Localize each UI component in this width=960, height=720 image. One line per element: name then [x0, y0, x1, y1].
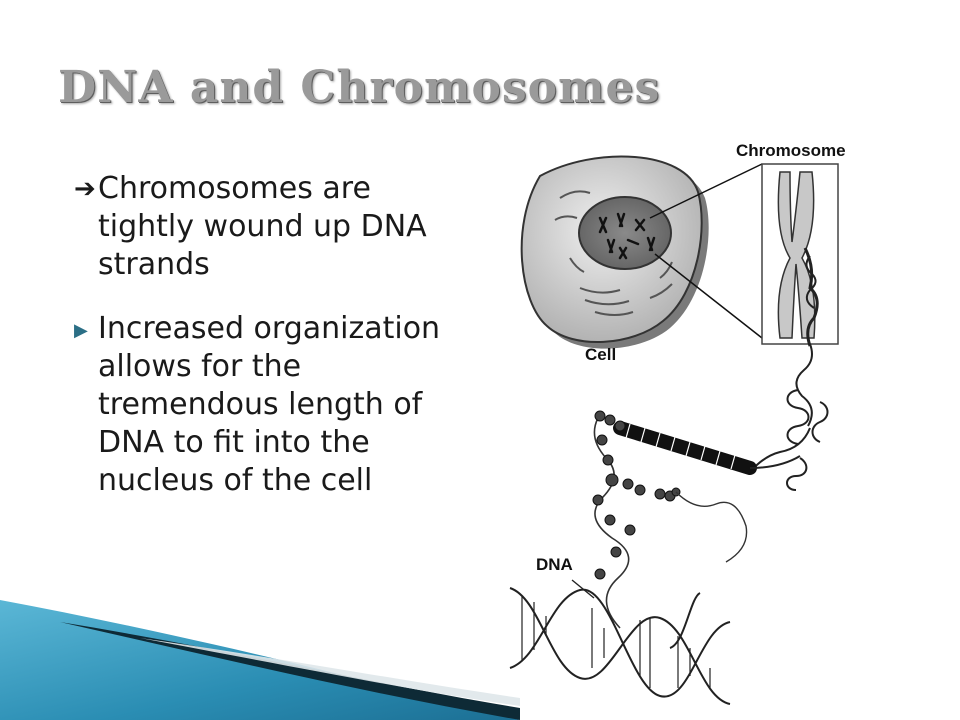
condensed-chromatin: [620, 424, 800, 469]
bullet-text: Increased organization allows for the tr…: [98, 311, 440, 498]
arrow-right-icon: ➔: [74, 170, 96, 208]
chromosome-diagram: [762, 164, 838, 346]
bullet-list: ➔ Chromosomes are tightly wound up DNA s…: [74, 170, 474, 526]
dna-label: DNA: [536, 555, 573, 574]
dna-chromosome-illustration: Chromosome: [500, 128, 960, 720]
bullet-item: ▶ Increased organization allows for the …: [74, 310, 474, 500]
triangle-bullet-icon: ▶: [74, 312, 88, 350]
bullet-item: ➔ Chromosomes are tightly wound up DNA s…: [74, 170, 474, 284]
dna-double-helix: [510, 580, 730, 704]
cell-label: Cell: [585, 345, 616, 364]
chromosome-label: Chromosome: [736, 141, 846, 160]
slide-title: DNA and Chromosomes: [58, 62, 660, 113]
bullet-text: Chromosomes are tightly wound up DNA str…: [98, 171, 427, 282]
cell-diagram: Cell: [522, 156, 709, 364]
decorative-swoosh: [0, 590, 520, 720]
